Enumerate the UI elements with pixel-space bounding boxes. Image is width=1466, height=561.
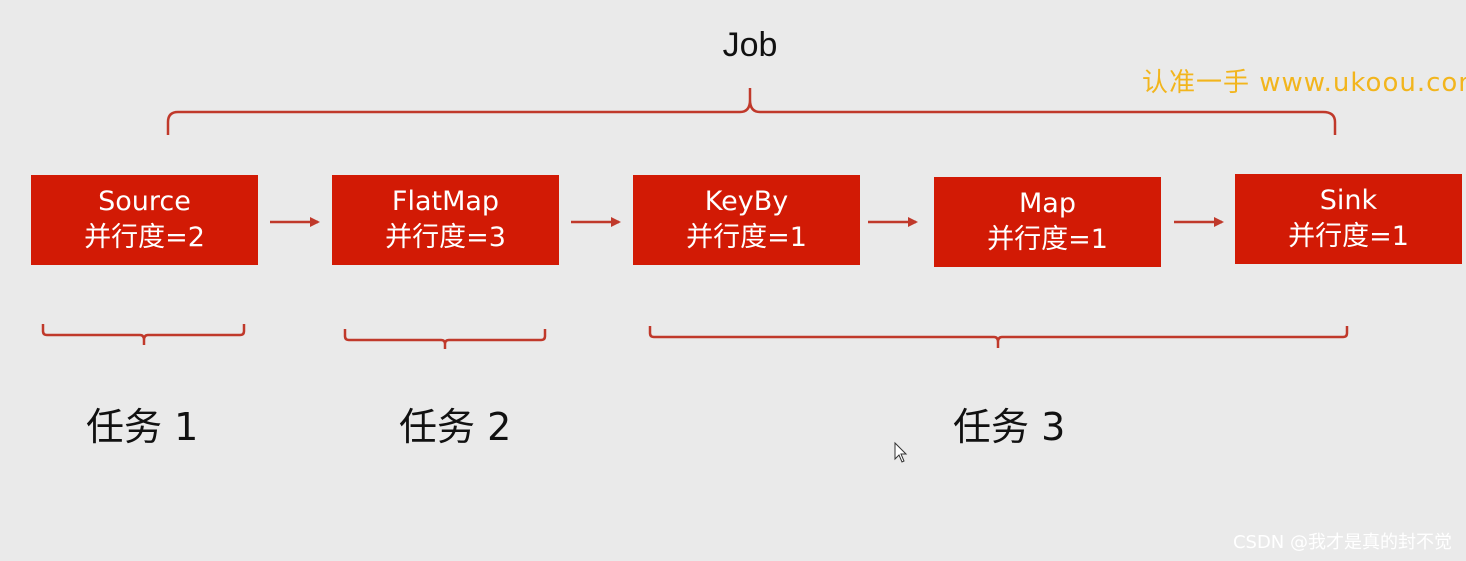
node-name: Map [1019, 188, 1076, 219]
node-map: Map 并行度=1 [934, 177, 1161, 267]
node-source: Source 并行度=2 [31, 175, 258, 265]
task-1-brace [41, 324, 246, 345]
node-name: Sink [1319, 185, 1378, 216]
node-keyby: KeyBy 并行度=1 [633, 175, 860, 265]
task-1-label: 任务 1 [86, 405, 199, 449]
task-3-label: 任务 3 [953, 405, 1066, 449]
node-parallelism: 并行度=1 [1288, 221, 1409, 252]
watermark-text: 认准一手 www.ukoou.com [1142, 68, 1466, 98]
task-2-brace [343, 329, 547, 349]
node-flatmap: FlatMap 并行度=3 [332, 175, 559, 265]
footer-attribution: CSDN @我才是真的封不觉 [1232, 532, 1452, 553]
mouse-cursor-icon [894, 441, 908, 463]
job-brace [166, 88, 1337, 135]
node-parallelism: 并行度=1 [686, 222, 807, 253]
node-name: FlatMap [391, 186, 500, 217]
job-title: Job [722, 26, 778, 64]
node-parallelism: 并行度=1 [987, 224, 1108, 255]
node-name: KeyBy [704, 186, 789, 217]
task-2-label: 任务 2 [399, 405, 512, 449]
task-3-brace [648, 326, 1349, 348]
node-sink: Sink 并行度=1 [1235, 174, 1462, 264]
node-parallelism: 并行度=2 [84, 222, 205, 253]
node-name: Source [98, 186, 191, 217]
node-parallelism: 并行度=3 [385, 222, 506, 253]
